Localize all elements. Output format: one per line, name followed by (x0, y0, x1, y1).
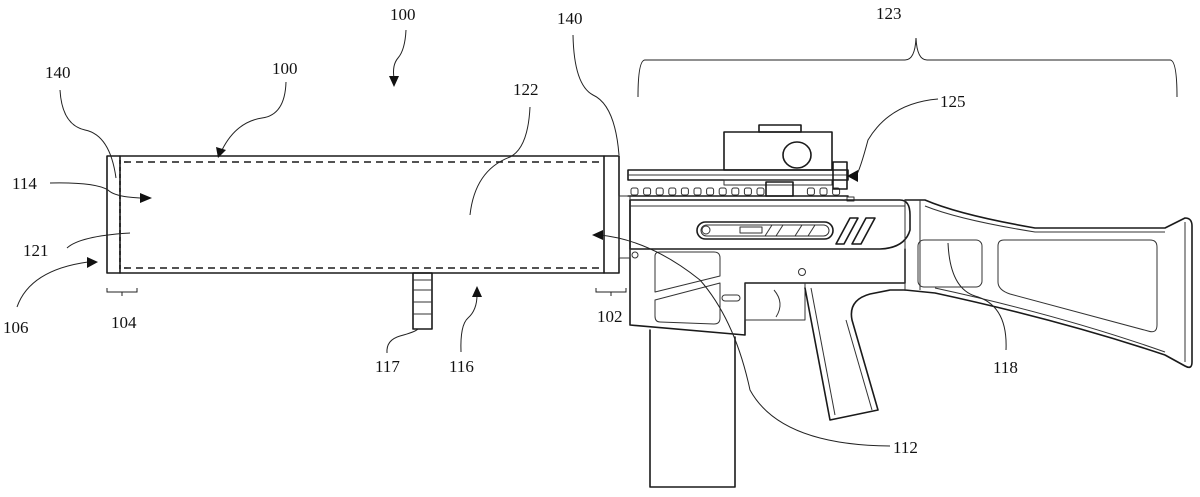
brace-102 (595, 288, 627, 296)
label-114: 114 (12, 174, 37, 193)
label-140-left: 140 (45, 63, 71, 82)
rail-tooth (743, 187, 752, 196)
mount-block-117 (412, 272, 433, 330)
rail-tooth (832, 187, 841, 196)
rail-tooth (706, 187, 715, 196)
rail-tooth (643, 187, 652, 196)
front-hinge (618, 195, 639, 259)
brace-123 (637, 37, 1178, 98)
optic-sight (723, 124, 848, 197)
label-122: 122 (513, 80, 539, 99)
rail-tooth (655, 187, 664, 196)
rail-tooth (718, 187, 727, 196)
rail-tooth (731, 187, 740, 196)
label-106: 106 (3, 318, 29, 337)
label-104: 104 (111, 313, 137, 332)
label-117: 117 (375, 357, 400, 376)
label-123: 123 (876, 4, 902, 23)
rail-tooth (668, 187, 677, 196)
tube-outline (106, 155, 620, 274)
label-116: 116 (449, 357, 474, 376)
leader-lines (16, 29, 1007, 447)
rail-tooth (806, 187, 815, 196)
pistol-grip (804, 287, 906, 421)
label-125: 125 (940, 92, 966, 111)
label-118: 118 (993, 358, 1018, 377)
label-121: 121 (23, 241, 49, 260)
label-140-right: 140 (557, 9, 583, 28)
rail-tooth (630, 187, 639, 196)
rail-tooth (693, 187, 702, 196)
label-100-body: 100 (272, 59, 298, 78)
top-rail (627, 169, 855, 202)
rail-tooth (819, 187, 828, 196)
rail-tooth (756, 187, 765, 196)
stock (904, 199, 1193, 369)
lower-receiver (629, 199, 906, 336)
receiver (629, 199, 911, 250)
magazine (649, 329, 736, 488)
label-102: 102 (597, 307, 623, 326)
brace-104 (106, 288, 138, 296)
label-112: 112 (893, 438, 918, 457)
rail-tooth (680, 187, 689, 196)
reference-numerals: 100 100 140 140 114 121 106 104 122 117 … (3, 4, 1018, 457)
tube-body (106, 155, 620, 330)
rifle (618, 124, 1193, 488)
label-100-top: 100 (390, 5, 416, 24)
